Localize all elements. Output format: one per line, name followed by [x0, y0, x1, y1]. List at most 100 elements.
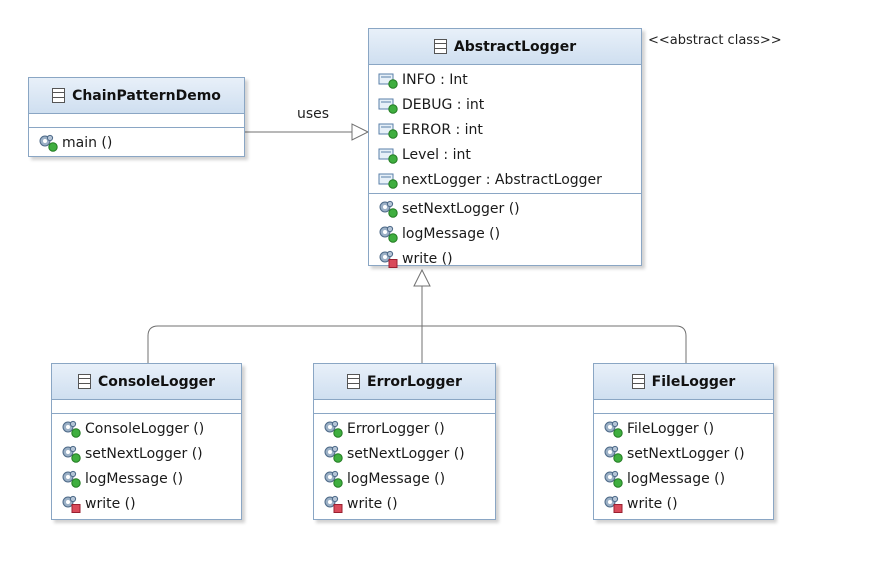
operation-row[interactable]: logMessage ()	[369, 221, 641, 246]
operation-row[interactable]: setNextLogger ()	[369, 196, 641, 221]
uses-label: uses	[297, 106, 330, 122]
attribute-row[interactable]: INFO : Int	[369, 67, 641, 92]
class-abstractlogger[interactable]: AbstractLogger INFO : Int DEBUG : int ER…	[368, 28, 642, 268]
generalization-line-filelogger	[422, 325, 687, 363]
operation-label: write ()	[402, 250, 453, 267]
class-header: ChainPatternDemo	[29, 78, 244, 114]
class-icon	[433, 39, 447, 54]
method-icon	[39, 134, 58, 152]
class-header: AbstractLogger	[369, 29, 641, 65]
field-icon	[378, 73, 398, 89]
operation-label: logMessage ()	[402, 225, 501, 242]
operation-label: write ()	[627, 495, 678, 512]
attribute-row[interactable]: ERROR : int	[369, 117, 641, 142]
operations-section: FileLogger () setNextLogger () logMessag…	[594, 414, 773, 518]
class-filelogger[interactable]: FileLogger FileLogger () setNextLogger (…	[593, 363, 774, 520]
operation-row[interactable]: logMessage ()	[314, 466, 495, 491]
operation-label: write ()	[347, 495, 398, 512]
protected-method-icon	[604, 495, 623, 513]
operation-label: logMessage ()	[347, 470, 446, 487]
method-icon	[62, 470, 81, 488]
attribute-label: Level : int	[402, 146, 471, 163]
method-icon	[62, 420, 81, 438]
protected-method-icon	[62, 495, 81, 513]
stereotype-label: <<abstract class>>	[648, 33, 782, 48]
class-icon	[347, 374, 361, 389]
operation-row[interactable]: logMessage ()	[52, 466, 241, 491]
method-icon	[379, 225, 398, 243]
operation-label: logMessage ()	[85, 470, 184, 487]
operations-section: main ()	[29, 128, 244, 157]
operation-row[interactable]: write ()	[52, 491, 241, 516]
class-header: ConsoleLogger	[52, 364, 241, 400]
field-icon	[378, 98, 398, 114]
class-icon	[77, 374, 91, 389]
operation-label: setNextLogger ()	[402, 200, 520, 217]
class-icon	[631, 374, 645, 389]
method-icon	[604, 470, 623, 488]
class-header: ErrorLogger	[314, 364, 495, 400]
operations-section: ConsoleLogger () setNextLogger () logMes…	[52, 414, 241, 518]
attribute-label: INFO : Int	[402, 71, 468, 88]
attribute-row[interactable]: Level : int	[369, 142, 641, 167]
attributes-section	[314, 400, 495, 414]
class-name: FileLogger	[651, 373, 736, 390]
method-icon	[324, 470, 343, 488]
operation-label: setNextLogger ()	[627, 445, 745, 462]
operation-row[interactable]: FileLogger ()	[594, 416, 773, 441]
attributes-section	[594, 400, 773, 414]
method-icon	[604, 445, 623, 463]
generalization-line-consolelogger	[147, 325, 422, 363]
operation-row[interactable]: logMessage ()	[594, 466, 773, 491]
operations-section: setNextLogger () logMessage () write ()	[369, 194, 641, 273]
class-consolelogger[interactable]: ConsoleLogger ConsoleLogger () setNextLo…	[51, 363, 242, 520]
operation-row[interactable]: ErrorLogger ()	[314, 416, 495, 441]
method-icon	[379, 200, 398, 218]
method-icon	[324, 420, 343, 438]
operation-label: logMessage ()	[627, 470, 726, 487]
class-name: ChainPatternDemo	[72, 87, 221, 104]
operation-row[interactable]: write ()	[594, 491, 773, 516]
field-icon	[378, 123, 398, 139]
operation-row[interactable]: main ()	[29, 130, 244, 155]
operation-label: setNextLogger ()	[347, 445, 465, 462]
attribute-label: DEBUG : int	[402, 96, 485, 113]
operation-label: write ()	[85, 495, 136, 512]
operation-row[interactable]: write ()	[314, 491, 495, 516]
uses-arrowhead	[351, 123, 370, 141]
method-icon	[62, 445, 81, 463]
protected-method-icon	[324, 495, 343, 513]
operation-label: ErrorLogger ()	[347, 420, 445, 437]
class-errorlogger[interactable]: ErrorLogger ErrorLogger () setNextLogger…	[313, 363, 496, 520]
class-name: ErrorLogger	[367, 373, 462, 390]
class-name: AbstractLogger	[453, 38, 577, 55]
method-icon	[324, 445, 343, 463]
operation-label: FileLogger ()	[627, 420, 715, 437]
operation-label: ConsoleLogger ()	[85, 420, 205, 437]
operation-row[interactable]: setNextLogger ()	[52, 441, 241, 466]
class-chainpatterndemo[interactable]: ChainPatternDemo main ()	[28, 77, 245, 157]
operation-row[interactable]: setNextLogger ()	[314, 441, 495, 466]
operation-label: main ()	[62, 134, 113, 151]
attributes-section	[52, 400, 241, 414]
attributes-section	[29, 114, 244, 128]
operation-row[interactable]: setNextLogger ()	[594, 441, 773, 466]
field-icon	[378, 173, 398, 189]
attribute-row[interactable]: DEBUG : int	[369, 92, 641, 117]
method-icon	[604, 420, 623, 438]
attributes-section: INFO : Int DEBUG : int ERROR : int Level…	[369, 65, 641, 194]
operation-label: setNextLogger ()	[85, 445, 203, 462]
attribute-label: ERROR : int	[402, 121, 483, 138]
attribute-label: nextLogger : AbstractLogger	[402, 171, 602, 188]
field-icon	[378, 148, 398, 164]
class-icon	[52, 88, 66, 103]
operations-section: ErrorLogger () setNextLogger () logMessa…	[314, 414, 495, 518]
attribute-row[interactable]: nextLogger : AbstractLogger	[369, 167, 641, 192]
operation-row[interactable]: write ()	[369, 246, 641, 271]
operation-row[interactable]: ConsoleLogger ()	[52, 416, 241, 441]
class-name: ConsoleLogger	[97, 373, 216, 390]
class-header: FileLogger	[594, 364, 773, 400]
protected-method-icon	[379, 250, 398, 268]
